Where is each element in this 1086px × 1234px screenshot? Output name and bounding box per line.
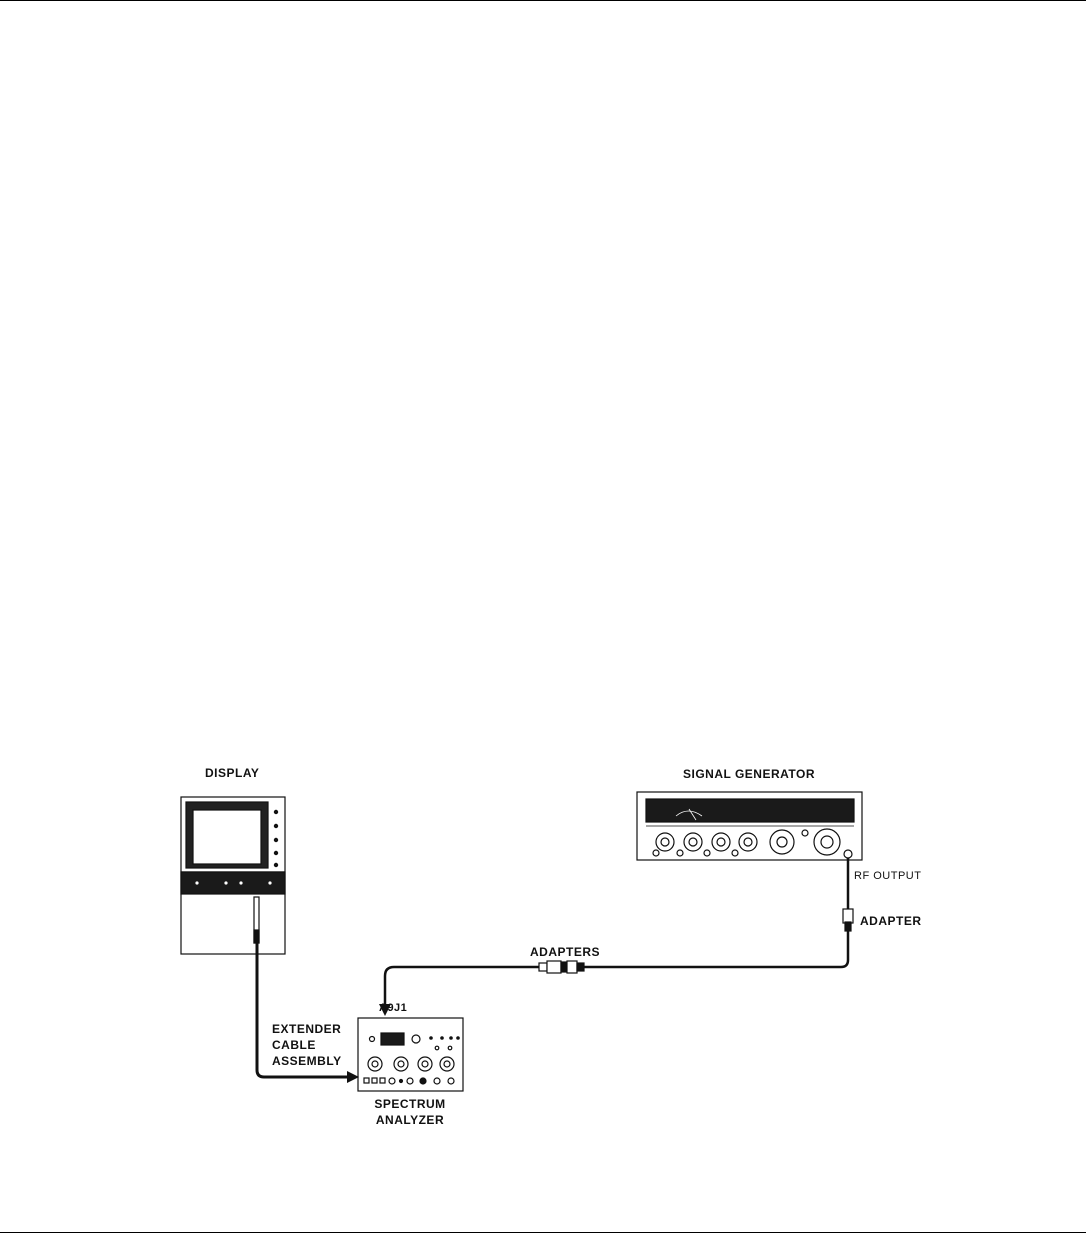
adapters-label: ADAPTERS — [530, 945, 601, 959]
a9j1-label: A9J1 — [379, 1002, 408, 1014]
extender-cable-label-line-1: EXTENDER — [272, 1022, 342, 1036]
a9j1-arrow — [379, 1004, 391, 1016]
extender-cable-label-line-2: CABLE — [272, 1038, 316, 1052]
spectrum-analyzer-label-line-1: SPECTRUM — [374, 1097, 446, 1111]
signal-generator-label: SIGNAL GENERATOR — [683, 767, 816, 781]
display-instrument — [180, 796, 286, 955]
extender-cable-label-line-3: ASSEMBLY — [272, 1054, 342, 1068]
bottom-rule — [0, 1232, 1086, 1233]
signal-generator-instrument — [636, 791, 863, 861]
spectrum-analyzer-instrument — [357, 1017, 464, 1092]
adapter-connector — [842, 908, 854, 932]
rf-output-label: RF OUTPUT — [854, 870, 922, 882]
rf-cable — [383, 858, 850, 1006]
top-rule — [0, 0, 1086, 1]
adapter-label: ADAPTER — [860, 914, 922, 928]
spectrum-analyzer-label-line-2: ANALYZER — [375, 1113, 445, 1127]
display-label: DISPLAY — [205, 766, 260, 780]
adapters-connector — [538, 960, 585, 974]
extender-cable — [255, 943, 350, 1079]
extender-cable-arrow — [347, 1071, 359, 1083]
